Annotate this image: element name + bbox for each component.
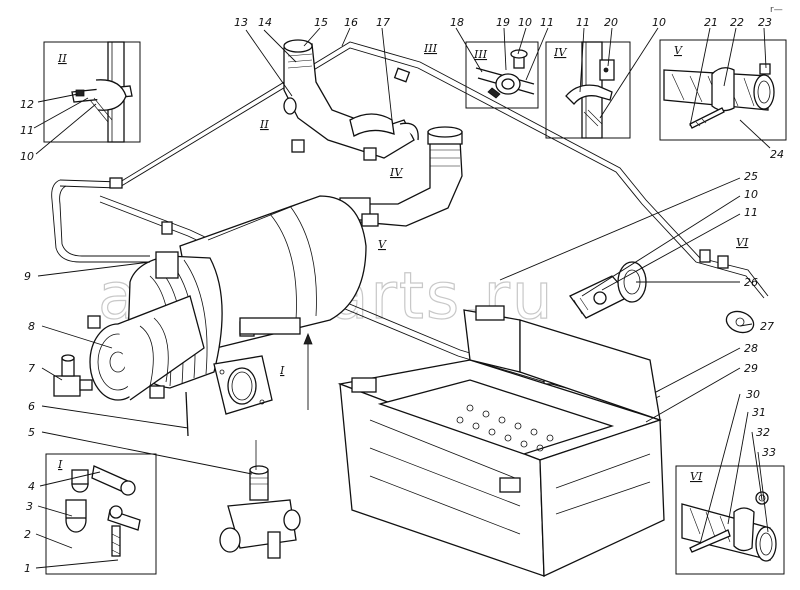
callout-33: 33 <box>762 446 776 459</box>
leader-lines <box>33 27 771 569</box>
callout-10-inset-IV: 10 <box>652 16 666 29</box>
inset-view-II <box>43 41 141 143</box>
view-marker-IV: IV <box>389 166 403 179</box>
callout-11-main: 11 <box>744 206 758 219</box>
callout-26: 26 <box>744 276 758 289</box>
view-marker-III: III <box>423 42 438 55</box>
callout-5: 5 <box>28 426 35 439</box>
callout-29: 29 <box>744 362 758 375</box>
callout-1: 1 <box>24 562 31 575</box>
inset-view-IV <box>545 41 631 139</box>
callout-11-inset-IV: 11 <box>576 16 590 29</box>
callout-17: 17 <box>376 16 390 29</box>
callout-7: 7 <box>28 362 35 375</box>
mounting-box <box>337 305 665 578</box>
callout-19: 19 <box>496 16 510 29</box>
connector-flange <box>569 261 647 319</box>
callout-11-inset-III: 11 <box>540 16 554 29</box>
callout-27: 27 <box>760 320 774 333</box>
fuel-valve <box>53 354 93 397</box>
callout-25: 25 <box>744 170 758 183</box>
inset-view-VI <box>675 465 785 575</box>
view-label-IV-inset: IV <box>553 46 567 59</box>
callout-11-inset-II: 11 <box>20 124 34 137</box>
outlet-flange <box>213 355 273 415</box>
callout-31: 31 <box>752 406 766 419</box>
callout-10-inset-III: 10 <box>518 16 532 29</box>
callout-20: 20 <box>604 16 618 29</box>
view-label-II-inset: II <box>57 52 67 65</box>
callout-10-inset-II: 10 <box>20 150 34 163</box>
view-label-VI-inset: VI <box>690 470 703 483</box>
callout-3: 3 <box>26 500 33 513</box>
callout-21: 21 <box>704 16 718 29</box>
view-marker-I: I <box>279 364 285 377</box>
callout-14: 14 <box>258 16 272 29</box>
view-label-III-inset: III <box>473 48 488 61</box>
callout-2: 2 <box>24 528 31 541</box>
inset-view-I <box>45 453 157 575</box>
view-label-I-inset: I <box>57 458 63 471</box>
callout-4: 4 <box>28 480 35 493</box>
callout-32: 32 <box>756 426 770 439</box>
callout-8: 8 <box>28 320 35 333</box>
view-label-V-inset: V <box>674 44 683 57</box>
view-marker-II: II <box>259 118 269 131</box>
callout-16: 16 <box>344 16 358 29</box>
callout-13: 13 <box>234 16 248 29</box>
callout-28: 28 <box>744 342 758 355</box>
callout-6: 6 <box>28 400 35 413</box>
fan-housing <box>87 295 205 401</box>
callout-18: 18 <box>450 16 464 29</box>
view-marker-V: V <box>378 238 387 251</box>
callout-12: 12 <box>20 98 34 111</box>
view-marker-VI: VI <box>736 236 749 249</box>
corner-mark: r— <box>770 5 783 15</box>
callout-24: 24 <box>770 148 784 161</box>
fuel-tap <box>219 440 301 559</box>
callout-23: 23 <box>758 16 772 29</box>
callout-22: 22 <box>730 16 744 29</box>
callout-30: 30 <box>746 388 760 401</box>
callout-15: 15 <box>314 16 328 29</box>
inset-view-III <box>465 41 539 109</box>
air-intake-elbow <box>283 39 419 161</box>
pipe-end-flange <box>725 310 755 334</box>
callout-10-main: 10 <box>744 188 758 201</box>
callout-9: 9 <box>24 270 31 283</box>
